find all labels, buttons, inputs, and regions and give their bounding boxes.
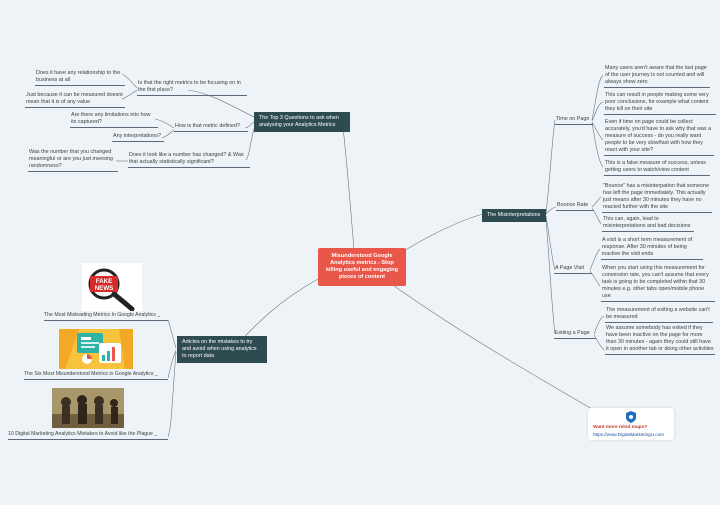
time-measure-success[interactable]: Even if time on page could be collect ac… [604, 119, 714, 156]
plague-photo-image[interactable] [52, 388, 124, 428]
group-time-on-page[interactable]: Time on Page [555, 116, 593, 125]
question-right-metrics[interactable]: Is that the right metrics to be focusing… [137, 80, 247, 96]
bounce-bad-decisions[interactable]: This can, again, lead to misinterpretati… [602, 216, 694, 232]
question-number-changed[interactable]: Does it look like a number has changed? … [128, 152, 250, 168]
exit-cant-measure[interactable]: The measurement of exiting a website can… [605, 307, 713, 323]
exit-assume-inactive[interactable]: We assume somebody has exited if they ha… [605, 325, 715, 355]
bounce-misinterpretation[interactable]: "Bounce" has a misinterpation that someo… [602, 183, 712, 213]
magnifier-fake-news-icon: FAKE NEWS [88, 268, 135, 311]
time-false-measure[interactable]: This is a false measure of success, unle… [604, 160, 710, 176]
note-measured-no-value[interactable]: Just because it can be measured doesnt m… [25, 92, 125, 108]
article-caption-ten-mistakes[interactable]: 10 Digital Marketing Analytics Mistakes … [8, 431, 168, 440]
article-caption-six-metrics[interactable]: The Six Most Misunderstood Metrics in Go… [24, 371, 168, 380]
promo-headline: Want more mind maps? [593, 425, 648, 430]
svg-text:FAKE: FAKE [96, 278, 113, 285]
mindmap-logo-icon [626, 411, 636, 423]
time-last-page-zero[interactable]: Many users aren't aware that the last pa… [604, 65, 710, 88]
branch-articles[interactable]: Articles on the mistakes to try and avoi… [177, 336, 267, 363]
time-poor-conclusions[interactable]: This can result in people making some ve… [604, 92, 716, 115]
promo-card[interactable]: Want more mind maps? https://www.Digital… [588, 408, 674, 440]
question-metric-defined[interactable]: How is that metric defined? [174, 123, 248, 132]
note-interpretations[interactable]: Any interpretations? [112, 133, 164, 142]
note-business-relationship[interactable]: Does it have any relationship to the bus… [35, 70, 125, 86]
group-page-visit[interactable]: A Page Visit [554, 265, 592, 274]
note-capture-limitations[interactable]: Are there any limitations into how its c… [70, 112, 158, 128]
plague-doctors-icon [52, 388, 124, 428]
branch-misinterpretations[interactable]: The Misinterpretations [482, 209, 546, 222]
fake-news-image[interactable]: FAKE NEWS [82, 263, 142, 311]
visit-short-term[interactable]: A visit is a short term measurement of r… [601, 237, 703, 260]
visit-conversion-rate[interactable]: When you start using this measurement fo… [601, 265, 715, 302]
svg-text:NEWS: NEWS [95, 285, 114, 292]
branch-top-questions[interactable]: The Top 3 Questions to ask when analysin… [254, 112, 350, 132]
group-bounce-rate[interactable]: Bounce Rate [556, 202, 594, 211]
article-caption-misleading[interactable]: The Most Misleading Metrics In Google An… [44, 312, 168, 321]
note-meaningful-randomness[interactable]: Was the number that you changed meaningf… [28, 149, 118, 172]
analytics-illustration-image[interactable] [59, 329, 133, 369]
central-topic[interactable]: Misunderstood Google Analytics metrics -… [318, 248, 406, 286]
dashboard-illustration-icon [59, 329, 133, 369]
group-exiting-page[interactable]: Exiting a Page [554, 330, 596, 339]
promo-link[interactable]: https://www.DigitalMarketingU.com [593, 432, 664, 437]
